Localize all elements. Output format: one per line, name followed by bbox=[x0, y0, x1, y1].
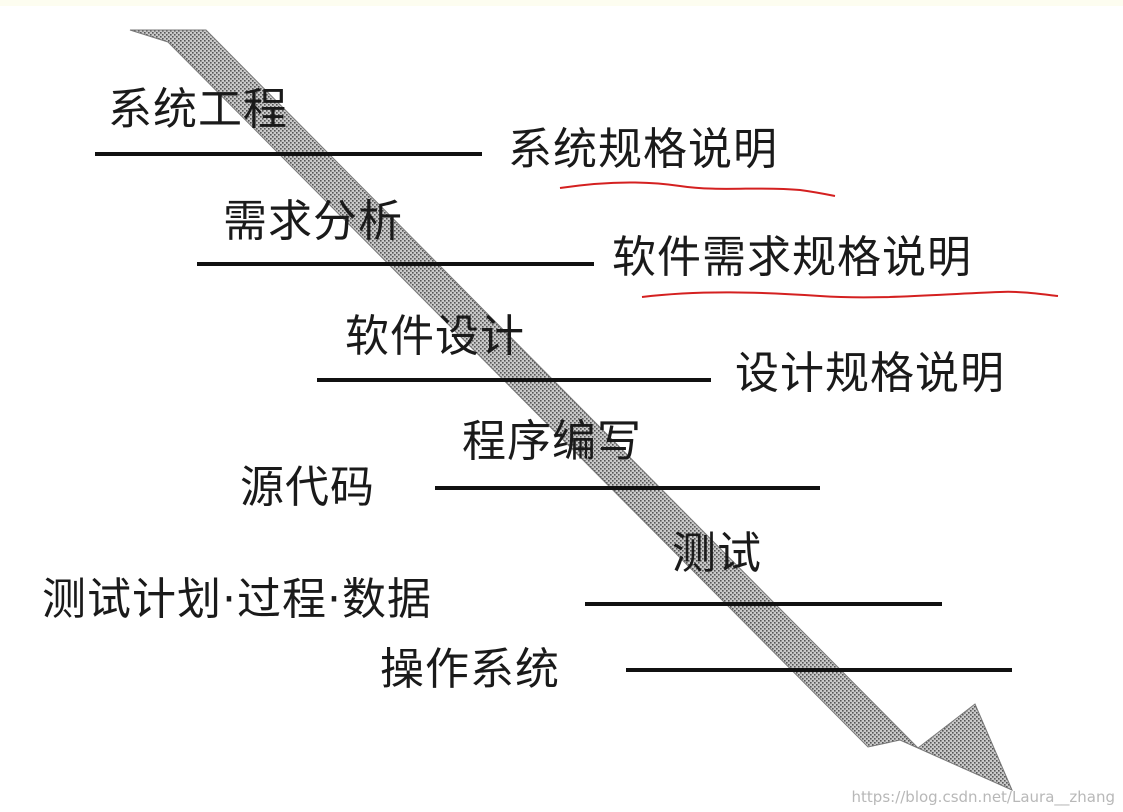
output-operating-system: 操作系统 bbox=[380, 644, 560, 695]
output-software-requirements-spec: 软件需求规格说明 bbox=[612, 232, 972, 283]
output-test-plan: 测试计划·过程·数据 bbox=[42, 574, 432, 625]
output-source-code: 源代码 bbox=[240, 462, 375, 513]
top-band bbox=[0, 0, 1123, 6]
phase-programming: 程序编写 bbox=[462, 416, 642, 467]
phase-software-design: 软件设计 bbox=[345, 311, 525, 362]
phase-system-engineering: 系统工程 bbox=[108, 84, 288, 135]
output-design-spec: 设计规格说明 bbox=[735, 348, 1005, 399]
watermark: https://blog.csdn.net/Laura__zhang bbox=[851, 788, 1115, 806]
phase-testing: 测试 bbox=[672, 528, 762, 579]
red-underline-1 bbox=[559, 181, 836, 197]
phase-requirements-analysis: 需求分析 bbox=[223, 196, 403, 247]
flow-arrow bbox=[129, 29, 1013, 791]
output-system-spec: 系统规格说明 bbox=[508, 124, 778, 175]
red-underline-2 bbox=[641, 290, 1059, 299]
